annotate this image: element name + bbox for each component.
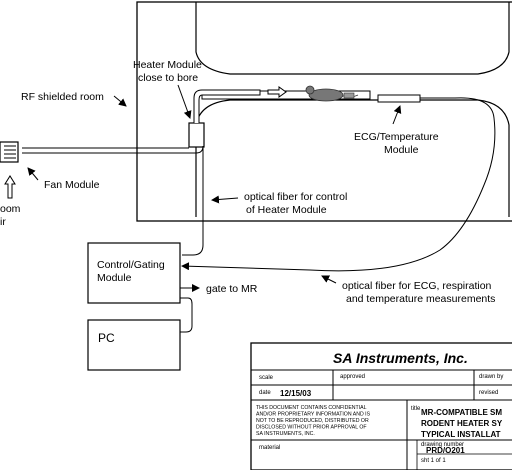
rf-room-pointer [113, 95, 127, 107]
ecg-fiber [181, 97, 496, 272]
pc-box [87, 319, 181, 371]
control-module-label: Control/Gating [97, 259, 165, 271]
airflow-arrow-icon [267, 86, 287, 98]
material-label: material [259, 445, 280, 451]
heater-module [188, 122, 205, 148]
ecg-module-sublabel: Module [384, 144, 419, 156]
notice-line-2: AND/OR PROPRIETARY INFORMATION AND IS [256, 412, 371, 418]
fan-module-label: Fan Module [44, 179, 100, 191]
title-line-2: RODENT HEATER SY [421, 419, 503, 428]
revised-label: revised [479, 390, 498, 396]
heater-module-label: Heater Module [133, 59, 202, 71]
title-line-3: TYPICAL INSTALLAT [421, 430, 501, 439]
room-air-sublabel: ir [0, 216, 6, 228]
control-module-sublabel: Module [97, 272, 132, 284]
fan-label-pointer [27, 167, 39, 181]
date-value: 12/15/03 [280, 389, 312, 398]
notice-line-4: DISCLOSED WITHOUT PRIOR APPROVAL OF [256, 425, 367, 431]
notice-line-3: NOT TO BE REPRODUCED, DISTRIBUTED OR [256, 418, 369, 424]
rodent-icon [305, 85, 359, 102]
fan-module [0, 141, 19, 163]
ecg-temperature-module [377, 94, 421, 103]
ecg-label-pointer [392, 105, 402, 125]
heater-fiber-sublabel: of Heater Module [246, 204, 327, 216]
ecg-fiber-label: optical fiber for ECG, respiration [342, 280, 492, 292]
rf-shielded-room [136, 1, 512, 222]
company-name: SA Instruments, Inc. [333, 350, 468, 366]
heater-module-sublabel: close to bore [138, 72, 198, 84]
drawn-by-label: drawn by [479, 374, 503, 380]
sheet-number: sht 1 of 1 [421, 458, 446, 464]
room-air-label: oom [0, 203, 21, 215]
pc-label: PC [98, 331, 115, 345]
title-label: title [411, 406, 421, 412]
scale-label: scale [259, 375, 274, 381]
heater-label-pointer [177, 84, 192, 119]
control-gating-module [87, 242, 181, 304]
drawing-number: PRD/O201 [426, 446, 465, 455]
heater-fiber-label: optical fiber for control [244, 191, 347, 203]
title-block [250, 342, 512, 470]
drawing-number-label: drawing number [421, 442, 464, 448]
heater-control-fiber [182, 147, 204, 256]
notice-line-1: THIS DOCUMENT CONTAINS CONFIDENTIAL [256, 405, 367, 411]
gate-to-mr-label: gate to MR [206, 283, 258, 295]
pc-cable [180, 297, 193, 333]
notice-line-5: SA INSTRUMENTS, INC. [256, 431, 315, 437]
heater-fiber-pointer [211, 195, 239, 204]
date-label: date [259, 390, 271, 396]
magnet-lower [195, 99, 510, 217]
heater-air-hose [193, 89, 261, 123]
ecg-module-label: ECG/Temperature [354, 131, 439, 143]
magnet-upper [195, 2, 510, 75]
rf-room-label: RF shielded room [21, 91, 104, 103]
ecg-fiber-pointer [321, 275, 337, 284]
title-line-1: MR-COMPATIBLE SM [421, 408, 502, 417]
ecg-fiber-sublabel: and temperature measurements [346, 293, 495, 305]
approved-label: approved [340, 374, 365, 380]
room-air-arrow-icon [4, 175, 16, 199]
